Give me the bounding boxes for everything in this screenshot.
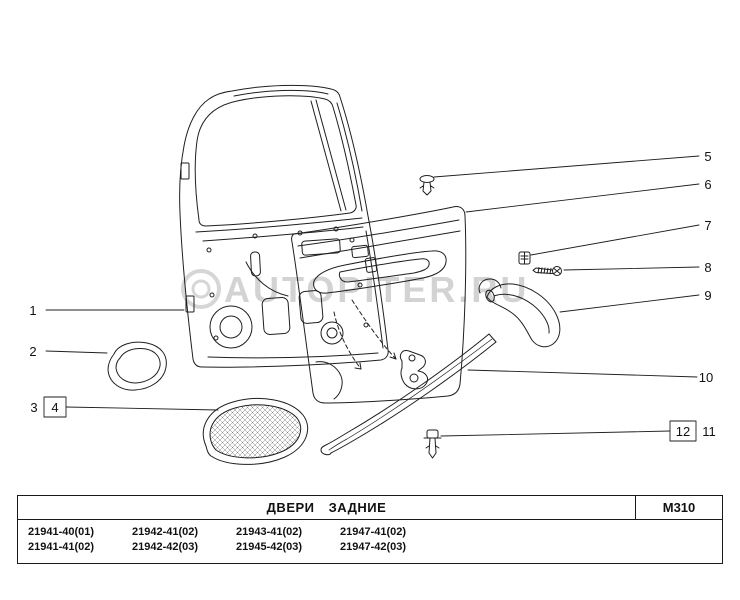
leader-line-3-4 bbox=[65, 406, 219, 411]
section-code: M310 bbox=[635, 496, 722, 519]
callout-7: 7 bbox=[704, 218, 711, 233]
clip-part-11 bbox=[423, 429, 442, 459]
parts-table: ДВЕРИ ЗАДНИЕ M310 21941-40(01) 21942-41(… bbox=[17, 495, 723, 564]
leader-line-7 bbox=[530, 224, 700, 256]
callout-8: 8 bbox=[704, 260, 711, 275]
part-number: 21943-41(02) bbox=[236, 526, 303, 538]
table-row: 21941-40(01) 21942-41(02) 21943-41(02) 2… bbox=[28, 525, 722, 540]
callout-4: 4 bbox=[51, 400, 58, 415]
screw-part-8 bbox=[532, 266, 562, 276]
callout-1: 1 bbox=[29, 303, 36, 318]
leader-line-5 bbox=[433, 155, 700, 178]
watermark-logo-icon bbox=[181, 269, 221, 309]
leader-line-9 bbox=[559, 294, 700, 313]
callout-9: 9 bbox=[704, 288, 711, 303]
speaker-grille-part bbox=[202, 397, 308, 465]
callout-10: 10 bbox=[699, 370, 713, 385]
part-number: 21942-41(02) bbox=[132, 526, 199, 538]
callout-2: 2 bbox=[29, 344, 36, 359]
speaker-cover-part bbox=[107, 341, 167, 391]
part-number: 21945-42(03) bbox=[236, 541, 303, 553]
door-trim-panel-part bbox=[291, 206, 467, 404]
part-number: 21941-40(01) bbox=[28, 526, 95, 538]
callout-6: 6 bbox=[704, 177, 711, 192]
section-title: ДВЕРИ ЗАДНИЕ bbox=[266, 500, 387, 515]
callout-box-12 bbox=[669, 420, 697, 442]
leader-lines bbox=[43, 155, 700, 442]
sill-seal-strip-part bbox=[320, 333, 497, 456]
clip-part-7 bbox=[518, 251, 531, 265]
leader-line-6 bbox=[465, 183, 700, 213]
part-number: 21942-42(03) bbox=[132, 541, 199, 553]
part-number: 21941-41(02) bbox=[28, 541, 95, 553]
lock-bracket-part bbox=[399, 350, 429, 390]
clip-part-5 bbox=[419, 175, 435, 196]
door-handle-part bbox=[478, 278, 561, 348]
callout-5: 5 bbox=[704, 149, 711, 164]
watermark-text: AUTOPITER.RU bbox=[224, 269, 529, 310]
part-number: 21947-41(02) bbox=[340, 526, 407, 538]
watermark-logo-inner-icon bbox=[191, 279, 211, 299]
leader-line-8 bbox=[563, 266, 700, 271]
callout-3: 3 bbox=[30, 400, 37, 415]
leader-line-11-12 bbox=[440, 430, 671, 437]
callout-box-4 bbox=[43, 396, 67, 418]
part-number: 21947-42(03) bbox=[340, 541, 407, 553]
leader-line-2 bbox=[45, 350, 108, 354]
table-header-row: ДВЕРИ ЗАДНИЕ M310 bbox=[17, 495, 723, 520]
callout-labels: 1 2 3 4 5 6 7 8 9 10 12 11 bbox=[29, 149, 715, 439]
table-body: 21941-40(01) 21942-41(02) 21943-41(02) 2… bbox=[17, 520, 723, 564]
callout-12: 12 bbox=[676, 424, 690, 439]
leader-line-10 bbox=[467, 369, 698, 378]
callout-11: 11 bbox=[702, 424, 716, 439]
door-frame-part bbox=[179, 84, 389, 368]
table-row: 21941-41(02) 21942-42(03) 21945-42(03) 2… bbox=[28, 540, 722, 555]
